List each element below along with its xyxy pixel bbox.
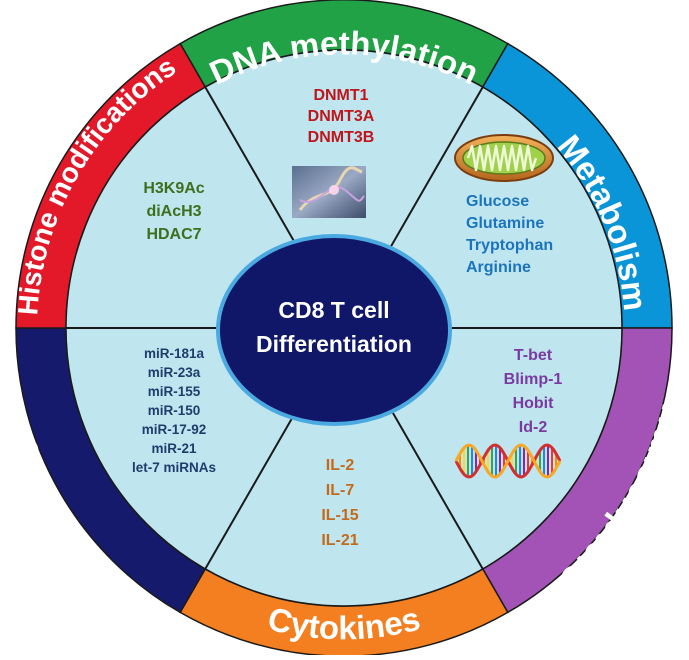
- cytokines-items: IL-2 IL-7 IL-15 IL-21: [321, 457, 358, 549]
- center-node: [216, 234, 452, 426]
- center-title-line2: Differentiation: [256, 331, 412, 357]
- list-item: let-7 miRNAs: [132, 460, 216, 475]
- list-item: miR-21: [151, 441, 197, 456]
- list-item: IL-21: [321, 532, 358, 549]
- list-item: miR-181a: [144, 346, 205, 361]
- list-item: miR-150: [148, 403, 201, 418]
- list-item: DNMT3A: [308, 108, 375, 125]
- mirnas-items: miR-181a miR-23a miR-155 miR-150 miR-17-…: [132, 346, 216, 475]
- list-item: Hobit: [513, 395, 555, 412]
- center-title-line1: CD8 T cell: [278, 297, 389, 323]
- list-item: Blimp-1: [504, 371, 563, 388]
- list-item: IL-15: [321, 507, 358, 524]
- histone-items: H3K9Ac diAcH3 HDAC7: [143, 180, 204, 243]
- list-item: Glucose: [466, 193, 529, 210]
- metabolism-items: Glucose Glutamine Tryptophan Arginine: [466, 193, 553, 276]
- list-item: miR-23a: [148, 365, 201, 380]
- dna-helix-icon: [454, 443, 562, 479]
- list-item: H3K9Ac: [143, 180, 204, 197]
- list-item: T-bet: [514, 347, 553, 364]
- transcriptors-items: T-bet Blimp-1 Hobit Id-2: [504, 347, 563, 436]
- list-item: Id-2: [519, 419, 548, 436]
- helix-strand: [454, 443, 562, 479]
- list-item: IL-2: [326, 457, 355, 474]
- list-item: miR-17-92: [142, 422, 207, 437]
- list-item: Glutamine: [466, 215, 544, 232]
- dna-photo-icon: [292, 166, 366, 218]
- list-item: Arginine: [466, 259, 531, 276]
- list-item: DNMT1: [313, 87, 368, 104]
- dna-methylation-items: DNMT1 DNMT3A DNMT3B: [308, 87, 375, 146]
- list-item: HDAC7: [146, 226, 201, 243]
- list-item: Tryptophan: [466, 237, 553, 254]
- list-item: miR-155: [148, 384, 201, 399]
- mitochondrion-icon: [454, 134, 554, 182]
- list-item: DNMT3B: [308, 129, 375, 146]
- list-item: IL-7: [326, 482, 355, 499]
- list-item: diAcH3: [146, 203, 201, 220]
